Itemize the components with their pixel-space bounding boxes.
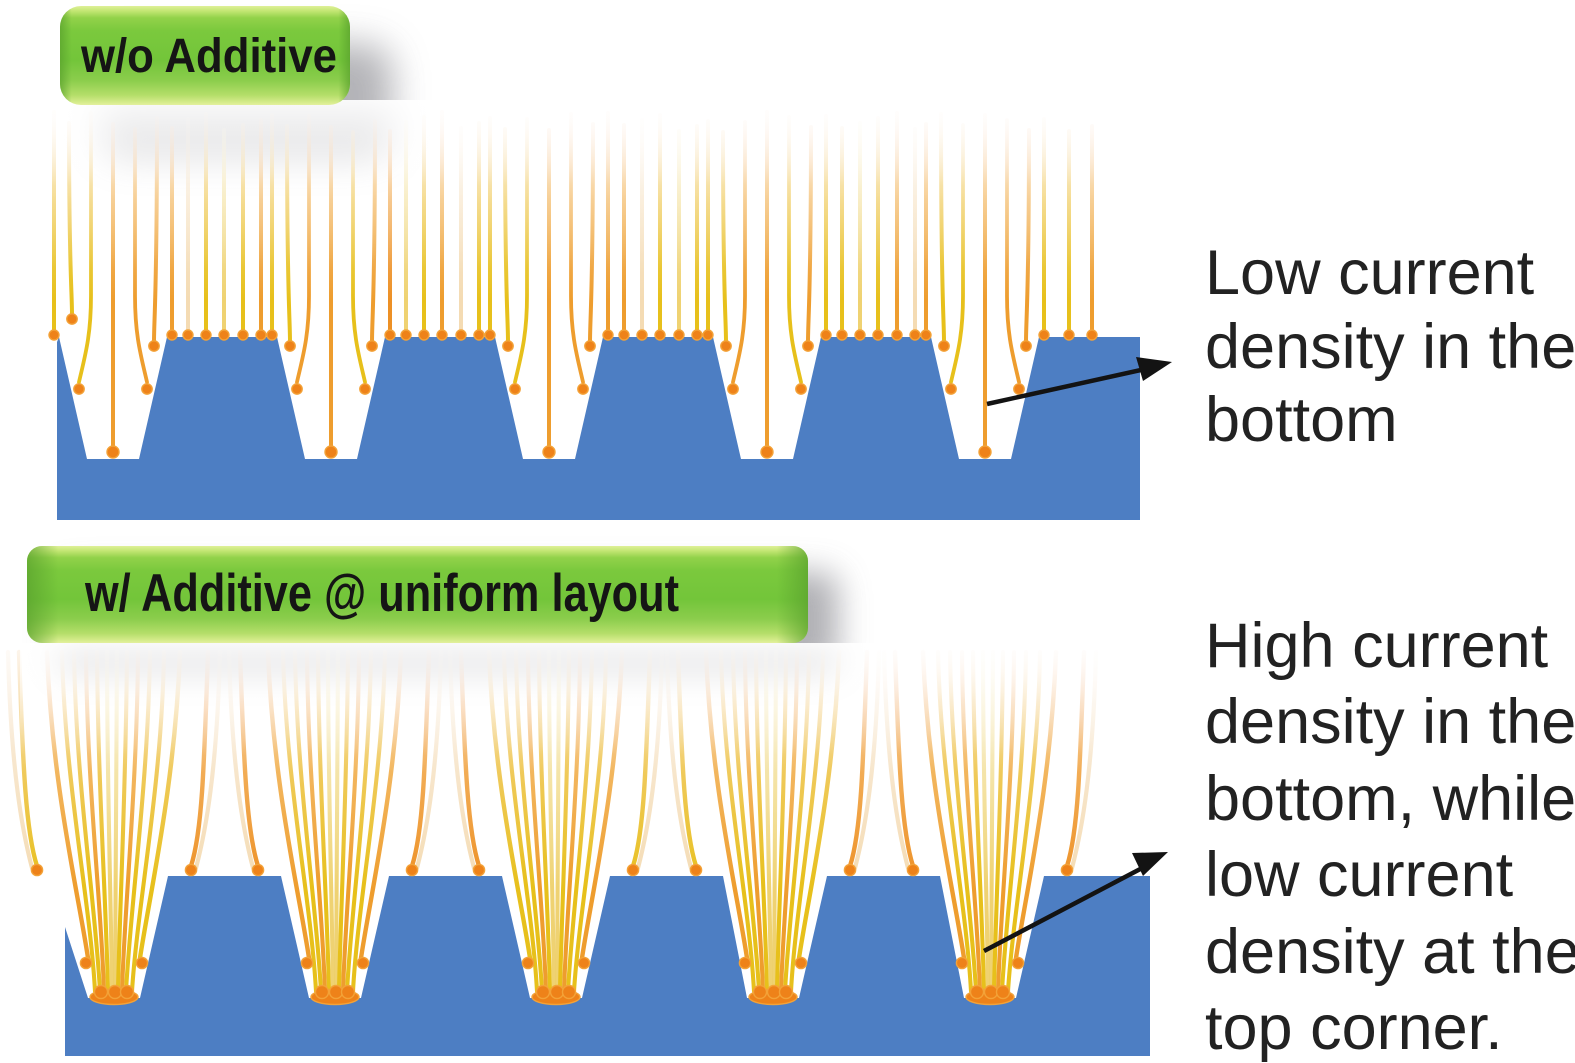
svg-text:High current: High current [1205, 611, 1549, 681]
svg-text:bottom, while: bottom, while [1205, 764, 1575, 834]
svg-text:w/o Additive: w/o Additive [80, 30, 337, 83]
svg-text:top corner.: top corner. [1205, 993, 1503, 1063]
svg-text:density in the: density in the [1205, 687, 1575, 757]
svg-text:Low current: Low current [1205, 238, 1535, 308]
svg-text:density at the: density at the [1205, 917, 1575, 987]
svg-text:density in the: density in the [1205, 312, 1575, 382]
svg-text:w/ Additive @ uniform layout: w/ Additive @ uniform layout [84, 564, 679, 623]
svg-text:bottom: bottom [1205, 385, 1398, 455]
svg-text:low current: low current [1205, 840, 1514, 910]
